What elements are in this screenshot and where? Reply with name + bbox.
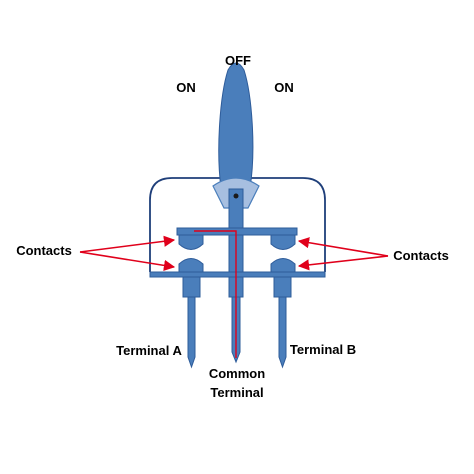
toggle-lever xyxy=(218,62,254,189)
label-terminal-a: Terminal A xyxy=(116,343,182,358)
label-common-line2: Terminal xyxy=(210,385,263,400)
label-contacts-right: Contacts xyxy=(393,248,449,263)
terminal-a-block xyxy=(182,276,201,298)
upper-left-contact xyxy=(178,234,204,250)
upper-right-contact xyxy=(270,234,296,250)
current-path xyxy=(194,230,237,358)
left-arrow-lower xyxy=(79,251,176,271)
right-arrow-lower xyxy=(297,255,389,271)
label-off: OFF xyxy=(225,53,251,68)
left-arrow-upper xyxy=(79,235,176,253)
lower-right-contact xyxy=(270,258,296,274)
terminal-b-pin xyxy=(278,296,287,369)
lower-left-contact xyxy=(178,258,204,274)
label-common-line1: Common xyxy=(209,366,265,381)
rocker-bar xyxy=(176,227,298,236)
label-terminal-b: Terminal B xyxy=(290,342,356,357)
terminal-b-block xyxy=(273,276,292,298)
terminal-a-pin xyxy=(187,296,196,369)
label-on-right: ON xyxy=(274,80,294,95)
right-arrow-upper xyxy=(297,237,389,257)
base-plate xyxy=(149,271,326,278)
label-on-left: ON xyxy=(176,80,196,95)
label-contacts-left: Contacts xyxy=(16,243,72,258)
pivot-pin xyxy=(233,193,239,199)
